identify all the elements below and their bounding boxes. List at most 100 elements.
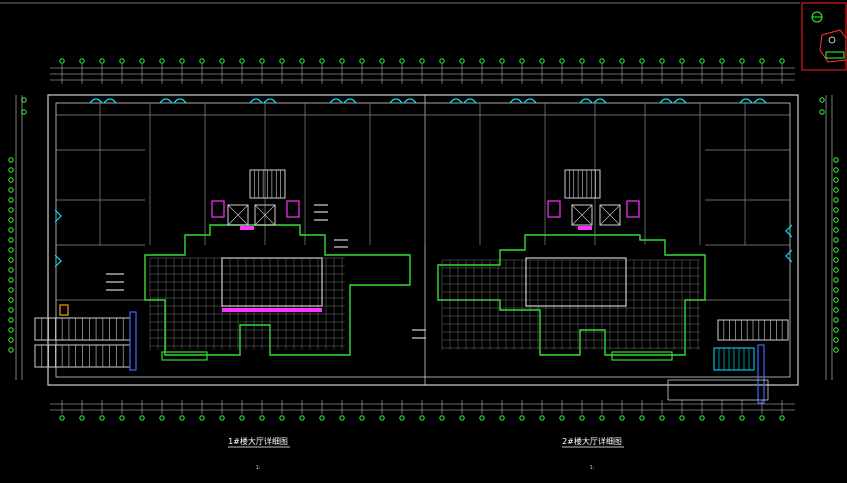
- axis-bubble-bottom: [599, 415, 605, 421]
- axis-bubble-bottom: [239, 415, 245, 421]
- axis-bubble-left: [8, 177, 14, 183]
- elevator-shaft: [599, 204, 621, 226]
- axis-bubble-top: [59, 58, 65, 64]
- axis-bubble-top: [479, 58, 485, 64]
- axis-bubble-top: [459, 58, 465, 64]
- axis-bubble-top: [579, 58, 585, 64]
- highlight-strip: [578, 226, 592, 230]
- atrium-void-2: [525, 257, 627, 307]
- window-door-symbol: [329, 98, 357, 104]
- axis-bubble-top: [679, 58, 685, 64]
- blue-rail: [757, 344, 765, 404]
- axis-bubble-right: [833, 247, 839, 253]
- axis-bubble-top: [399, 58, 405, 64]
- axis-bubble-top: [319, 58, 325, 64]
- axis-bubble-bottom: [739, 415, 745, 421]
- window-door-symbol: [389, 98, 417, 104]
- window-door-symbol: [579, 98, 607, 104]
- axis-bubble-bottom: [759, 415, 765, 421]
- axis-bubble-top: [439, 58, 445, 64]
- plan-1-scale: 1:: [256, 465, 261, 471]
- window-door-symbol: [449, 98, 477, 104]
- axis-bubble-left: [8, 297, 14, 303]
- axis-bubble-bottom: [419, 415, 425, 421]
- axis-bubble-right: [833, 177, 839, 183]
- axis-bubble-top: [99, 58, 105, 64]
- axis-bubble-right: [833, 347, 839, 353]
- elevator-shaft: [254, 204, 276, 226]
- axis-bubble-left: [8, 167, 14, 173]
- axis-bubble-top: [119, 58, 125, 64]
- plan-1-title: 1#楼大厅详细图: [228, 436, 288, 446]
- axis-bubble-bottom: [399, 415, 405, 421]
- highlight-box: [626, 200, 640, 218]
- axis-bubble-left: [8, 347, 14, 353]
- axis-bubble-right: [833, 287, 839, 293]
- axis-bubble-left: [8, 307, 14, 313]
- axis-bubble-top: [259, 58, 265, 64]
- axis-bubble-right: [833, 157, 839, 163]
- axis-bubble-bottom: [439, 415, 445, 421]
- highlight-strip: [222, 308, 322, 312]
- axis-bubble-right: [833, 187, 839, 193]
- window-door-symbol: [739, 98, 767, 104]
- axis-bubble-left: [8, 197, 14, 203]
- green-band: [611, 351, 673, 361]
- lower-room: [667, 379, 769, 401]
- axis-bubble-bottom: [299, 415, 305, 421]
- axis-bubble-left: [8, 337, 14, 343]
- axis-bubble-left: [8, 257, 14, 263]
- window-door-symbol: [89, 98, 117, 104]
- axis-bubble-right: [833, 227, 839, 233]
- axis-bubble-top: [599, 58, 605, 64]
- axis-bubble-right: [833, 257, 839, 263]
- axis-bubble-bottom: [119, 415, 125, 421]
- axis-bubble-right: [833, 337, 839, 343]
- axis-bubble-top: [499, 58, 505, 64]
- axis-bubble-top: [419, 58, 425, 64]
- axis-bubble-bottom: [359, 415, 365, 421]
- axis-bubble-bottom: [219, 415, 225, 421]
- axis-bubble-top: [139, 58, 145, 64]
- axis-bubble-left: [8, 327, 14, 333]
- highlight-strip: [240, 226, 254, 230]
- axis-bubble-bottom: [699, 415, 705, 421]
- axis-bubble-bottom: [379, 415, 385, 421]
- window-door-symbol: [249, 98, 277, 104]
- highlight-box: [547, 200, 561, 218]
- axis-bubble-bottom: [539, 415, 545, 421]
- axis-bubble-top: [159, 58, 165, 64]
- plan-2-scale: 1:: [590, 465, 595, 471]
- axis-bubble-bottom: [79, 415, 85, 421]
- outer-wall: [47, 94, 799, 386]
- axis-bubble-bottom: [459, 415, 465, 421]
- axis-bubble-top: [519, 58, 525, 64]
- axis-bubble-top: [639, 58, 645, 64]
- axis-bubble-bottom: [479, 415, 485, 421]
- axis-bubble-top: [619, 58, 625, 64]
- axis-bubble-left: [8, 237, 14, 243]
- window-door-symbol: [659, 98, 687, 104]
- axis-bubble-left: [8, 287, 14, 293]
- axis-bubble-right: [833, 297, 839, 303]
- axis-bubble-left: [8, 207, 14, 213]
- axis-bubble-left: [8, 157, 14, 163]
- axis-bubble-bottom: [719, 415, 725, 421]
- axis-bubble-right: [833, 207, 839, 213]
- axis-bubble-top: [79, 58, 85, 64]
- axis-bubbles: [8, 58, 839, 421]
- stairs-and-elevators: [34, 169, 789, 404]
- axis-bubble-bottom: [179, 415, 185, 421]
- axis-bubble-right: [833, 197, 839, 203]
- axis-bubble-left: [8, 277, 14, 283]
- axis-bubble-right: [833, 317, 839, 323]
- axis-bubble-side: [819, 109, 825, 115]
- plan-2-title: 2#楼大厅详细图: [562, 436, 622, 446]
- inner-wall: [55, 102, 791, 378]
- axis-bubble-left: [8, 267, 14, 273]
- axis-bubble-bottom: [339, 415, 345, 421]
- axis-bubble-bottom: [519, 415, 525, 421]
- axis-bubble-left: [8, 227, 14, 233]
- axis-bubble-top: [299, 58, 305, 64]
